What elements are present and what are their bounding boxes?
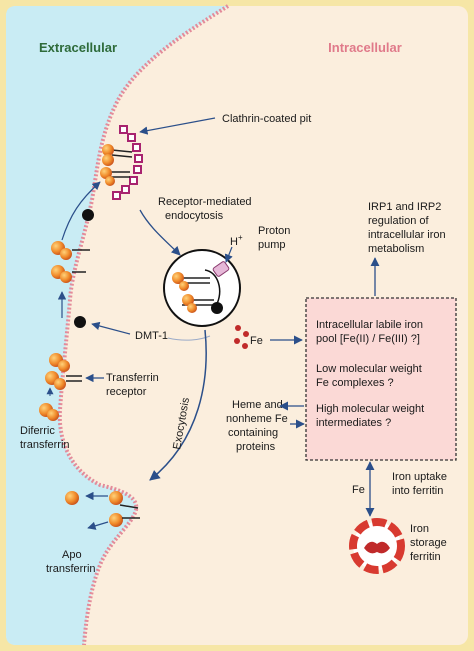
fe-label: Fe: [250, 335, 263, 347]
endosome: [163, 249, 241, 327]
pool-line-5: High molecular weight: [316, 403, 424, 415]
pool-line-4: Fe complexes ?: [316, 377, 394, 389]
pool-line-3: Low molecular weight: [316, 363, 422, 375]
recycle-arrow-up: [61, 181, 101, 241]
irp-label-1: IRP1 and IRP2: [368, 201, 441, 213]
dmt1-label: DMT-1: [135, 330, 168, 342]
clathrin-coated-pit: [100, 125, 143, 200]
iron-dots: [234, 325, 249, 349]
intracellular-header: Intracellular: [328, 40, 402, 55]
endocytosis-label-1: Receptor-mediated: [158, 196, 252, 208]
irp-label-2: regulation of: [368, 215, 429, 227]
proton-arrow: [224, 246, 233, 263]
ferritin-shell-icon: [349, 518, 405, 574]
proton-label-1: Proton: [258, 225, 290, 237]
heme-label-3: containing: [228, 427, 278, 439]
apo-label-2: transferrin: [46, 563, 96, 575]
extracellular-region: [6, 6, 228, 645]
heme-label-1: Heme and: [232, 399, 283, 411]
clathrin-pit-label: Clathrin-coated pit: [222, 113, 311, 125]
heme-label-4: proteins: [236, 441, 276, 453]
fe-uptake-label: Fe: [352, 484, 365, 496]
ferritin-uptake-label-1: Iron uptake: [392, 471, 447, 483]
ferritin-uptake-label-2: into ferritin: [392, 485, 443, 497]
dmt1-link: [167, 335, 211, 341]
heme-label-2: nonheme Fe: [226, 413, 288, 425]
endocytosis-arrow: [139, 209, 181, 256]
irp-label-4: metabolism: [368, 243, 424, 255]
ferritin-store-label-2: storage: [410, 537, 447, 549]
labile-iron-pool-box: [305, 297, 457, 461]
dmt1-membrane-1: [82, 209, 94, 221]
transferrin-receptor-label-1: Transferrin: [106, 372, 159, 384]
apo-release-arrow-2: [87, 521, 109, 530]
proton-label-2: pump: [258, 239, 286, 251]
exocytosis-arrow: [149, 329, 207, 481]
ferritin-store-label-3: ferritin: [410, 551, 441, 563]
endocytosis-label-2: endocytosis: [165, 210, 224, 222]
diferric-label-2: transferrin: [20, 439, 70, 451]
extracellular-header: Extracellular: [39, 40, 117, 55]
proton-pump: [212, 261, 230, 277]
transferrin-receptor-label-2: receptor: [106, 386, 147, 398]
diferric-transferrin-group: [39, 241, 90, 421]
pool-line-2: pool [Fe(II) / Fe(III) ?]: [316, 333, 420, 345]
dmt1-membrane-2: [74, 316, 86, 328]
dmt1-pointer: [91, 321, 131, 335]
pool-line-1: Intracellular labile iron: [316, 319, 423, 331]
dmt1-endosome: [211, 302, 223, 314]
ferritin-store-label-1: Iron: [410, 523, 429, 535]
diferric-label-1: Diferric: [20, 425, 55, 437]
apo-label-1: Apo: [62, 549, 82, 561]
h-plus-label: H+: [230, 233, 243, 248]
pool-line-6: intermediates ?: [316, 417, 391, 429]
irp-label-3: intracellular iron: [368, 229, 446, 241]
pit-pointer: [139, 117, 216, 135]
apo-transferrin-group: [65, 491, 140, 527]
